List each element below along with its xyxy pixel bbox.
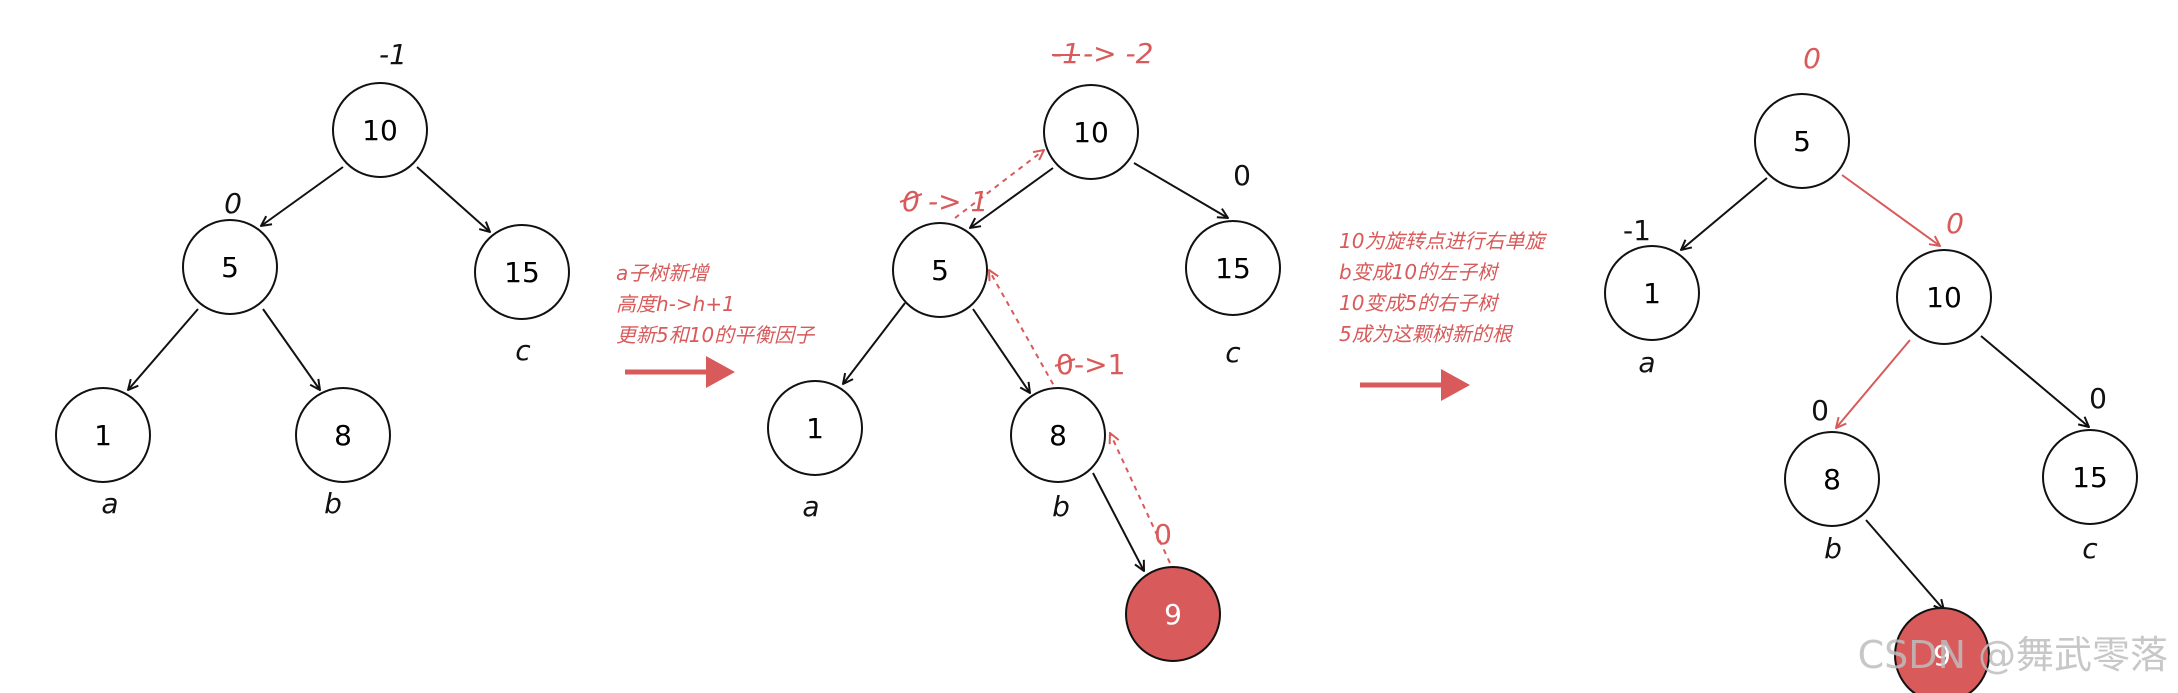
- node-15-label: 15: [504, 256, 540, 289]
- step-2-arrow: [1360, 369, 1470, 401]
- subtree-c-label: c: [1225, 336, 1241, 369]
- node-10-label: 10: [1073, 116, 1109, 149]
- subtree-a-label: a: [1638, 346, 1655, 379]
- node-8-label: 8: [334, 419, 352, 452]
- node-10-label: 10: [362, 114, 398, 147]
- update-arrow-8-to-5: [989, 270, 1059, 394]
- bf-root-change: -1 -> -2: [1052, 37, 1153, 70]
- node-9: 9: [1894, 607, 1990, 693]
- update-arrow-9-to-8: [1110, 433, 1171, 564]
- update-arrow-5-to-10: [954, 150, 1044, 219]
- step-1-line-3: 更新5和10的平衡因子: [616, 323, 816, 347]
- node-1: 1: [55, 387, 151, 483]
- bf-node-8-new: ->1: [1074, 348, 1125, 381]
- bf-node-1: -1: [1623, 214, 1651, 247]
- panel-2-tree: 10 5 15 1 8 9 -1 -> -2 0: [767, 37, 1281, 662]
- node-15: 15: [2042, 429, 2138, 525]
- node-5-label: 5: [931, 254, 949, 287]
- bf-root: -1: [379, 38, 407, 71]
- bf-node-8-change: 0 ->1: [1054, 348, 1125, 381]
- bf-root-old: -1: [1052, 37, 1080, 70]
- edge-10-15: [1133, 162, 1228, 218]
- subtree-b-label: b: [1052, 490, 1070, 523]
- node-10: 10: [1896, 249, 1992, 345]
- node-9-new: 9: [1125, 566, 1221, 662]
- node-15-label: 15: [2072, 461, 2108, 494]
- node-5-label: 5: [1793, 125, 1811, 158]
- node-1: 1: [767, 380, 863, 476]
- bf-node-10: 0: [1946, 207, 1964, 240]
- bf-root: 0: [1803, 42, 1821, 75]
- panel-1-tree: 10 5 15 1 8 -1 0 a b c: [55, 38, 570, 520]
- node-10: 10: [1043, 84, 1139, 180]
- node-1-label: 1: [94, 419, 112, 452]
- step-1-annotation: a子树新增 高度h->h+1 更新5和10的平衡因子: [616, 261, 816, 347]
- subtree-a-label: a: [802, 490, 819, 523]
- node-15: 15: [474, 224, 570, 320]
- step-2-line-3: 10变成5的右子树: [1339, 291, 1500, 315]
- node-10-label: 10: [1926, 281, 1962, 314]
- node-15: 15: [1185, 220, 1281, 316]
- bf-node-15: 0: [2089, 382, 2107, 415]
- subtree-b-label: b: [324, 487, 342, 520]
- edge-10-8: [1836, 339, 1911, 428]
- step-2-annotation: 10为旋转点进行右单旋 b变成10的左子树 10变成5的右子树 5成为这颗树新的…: [1339, 229, 1547, 346]
- step-2-line-1: 10为旋转点进行右单旋: [1339, 229, 1547, 253]
- bf-node-9: 0: [1154, 518, 1172, 551]
- step-1-line-2: 高度h->h+1: [616, 292, 735, 316]
- node-8-label: 8: [1049, 419, 1067, 452]
- edge-5-8: [972, 308, 1030, 393]
- step-1-arrow: [625, 356, 735, 388]
- edge-10-15: [416, 166, 490, 232]
- edge-10-15: [1980, 335, 2089, 427]
- edge-5-1: [128, 308, 199, 390]
- edge-8-9: [1092, 472, 1144, 571]
- node-5: 5: [892, 222, 988, 318]
- step-2-line-4: 5成为这颗树新的根: [1339, 322, 1514, 346]
- bf-node-5-change: 0 -> 1: [899, 185, 988, 218]
- node-8: 8: [1784, 431, 1880, 527]
- edge-10-5: [970, 167, 1054, 228]
- node-5-label: 5: [221, 251, 239, 284]
- bf-node-5-old: 0: [902, 185, 920, 218]
- node-1: 1: [1604, 245, 1700, 341]
- edge-5-10: [1841, 174, 1940, 246]
- subtree-a-label: a: [101, 487, 118, 520]
- node-8: 8: [295, 387, 391, 483]
- node-10: 10: [332, 82, 428, 178]
- bf-node-5: 0: [224, 187, 242, 220]
- bf-root-new: -> -2: [1083, 37, 1153, 70]
- bf-node-15: 0: [1233, 159, 1251, 192]
- csdn-watermark: CSDN @舞武零落: [1858, 633, 2168, 677]
- edge-5-8: [262, 308, 320, 390]
- step-1-line-1: a子树新增: [616, 261, 710, 285]
- edge-10-5: [261, 166, 344, 226]
- bf-node-5-new: -> 1: [928, 185, 988, 218]
- panel-3-tree: 5 1 10 8 15 9 0 -1 0 0 0 a b c: [1604, 42, 2138, 693]
- node-9-label: 9: [1933, 639, 1951, 672]
- step-2-line-2: b变成10的左子树: [1339, 260, 1500, 284]
- node-8: 8: [1010, 387, 1106, 483]
- edge-5-1: [1681, 177, 1768, 250]
- edge-5-1: [843, 302, 906, 384]
- subtree-b-label: b: [1824, 532, 1842, 565]
- node-1-label: 1: [806, 412, 824, 445]
- node-9-label: 9: [1164, 598, 1182, 631]
- node-15-label: 15: [1215, 252, 1251, 285]
- bf-node-8: 0: [1811, 394, 1829, 427]
- subtree-c-label: c: [2082, 532, 2098, 565]
- node-8-label: 8: [1823, 463, 1841, 496]
- edge-8-9: [1865, 519, 1944, 610]
- node-5: 5: [1754, 93, 1850, 189]
- bf-node-8-old: 0: [1056, 348, 1074, 381]
- subtree-c-label: c: [515, 334, 531, 367]
- node-5: 5: [182, 219, 278, 315]
- node-1-label: 1: [1643, 277, 1661, 310]
